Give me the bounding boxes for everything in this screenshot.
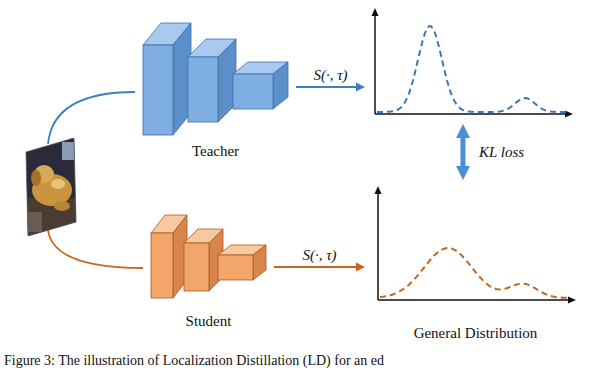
distribution-curve: [380, 248, 570, 298]
teacher-network: Teacher: [135, 12, 296, 160]
block-front-face: [184, 243, 209, 291]
connector-line: [48, 92, 135, 144]
arrowhead: [456, 124, 470, 138]
student-distribution-plot-art: [365, 182, 586, 342]
student-network: Student: [143, 203, 274, 330]
block-front-face: [151, 233, 173, 298]
connector-line: [48, 230, 143, 268]
arrowhead: [456, 166, 470, 180]
axis-arrowhead: [568, 297, 576, 304]
arrowhead: [356, 83, 365, 92]
axis-arrowhead: [565, 111, 573, 118]
teacher-distribution-plot-art: [365, 6, 580, 120]
highlight: [51, 179, 65, 189]
y-axis: [374, 14, 376, 114]
student-distribution-plot: General Distribution: [365, 182, 586, 342]
axis-arrowhead: [372, 8, 379, 16]
dog-paw: [54, 201, 70, 211]
node-label: Student: [143, 312, 274, 330]
teacher-distribution-plot: [365, 6, 580, 120]
arrowhead: [356, 263, 365, 272]
y-axis: [377, 192, 379, 300]
distribution-curve: [377, 26, 567, 112]
edge-label: S(·, τ): [311, 66, 349, 84]
block-side-face: [253, 245, 266, 280]
block-front-face: [233, 74, 273, 109]
input-image: [22, 138, 80, 236]
photo-border: [26, 138, 76, 236]
figure-caption: Figure 3: The illustration of Localizati…: [4, 352, 384, 369]
block-side-face: [273, 62, 288, 109]
x-axis: [375, 113, 567, 115]
block-front-face: [188, 57, 218, 122]
edge-label: KL loss: [477, 143, 526, 161]
node-label: General Distribution: [365, 324, 586, 342]
edge-label: S(·, τ): [300, 246, 338, 264]
block-front-face: [143, 45, 173, 135]
teacher-network-art: [135, 12, 296, 160]
connector: [48, 92, 135, 144]
block-front-face: [218, 255, 253, 280]
axis-arrowhead: [375, 186, 382, 194]
connector: [456, 124, 470, 180]
connector-line: [461, 135, 466, 169]
student-network-art: [143, 203, 274, 330]
input-image-art: [22, 138, 80, 236]
dog-ear: [31, 170, 41, 186]
background-patch: [26, 212, 42, 232]
x-axis: [378, 299, 570, 301]
photo: [22, 138, 80, 236]
node-label: Teacher: [135, 142, 296, 160]
connector-line: [274, 266, 358, 268]
connector: [48, 230, 143, 268]
connector-line: [296, 86, 358, 88]
